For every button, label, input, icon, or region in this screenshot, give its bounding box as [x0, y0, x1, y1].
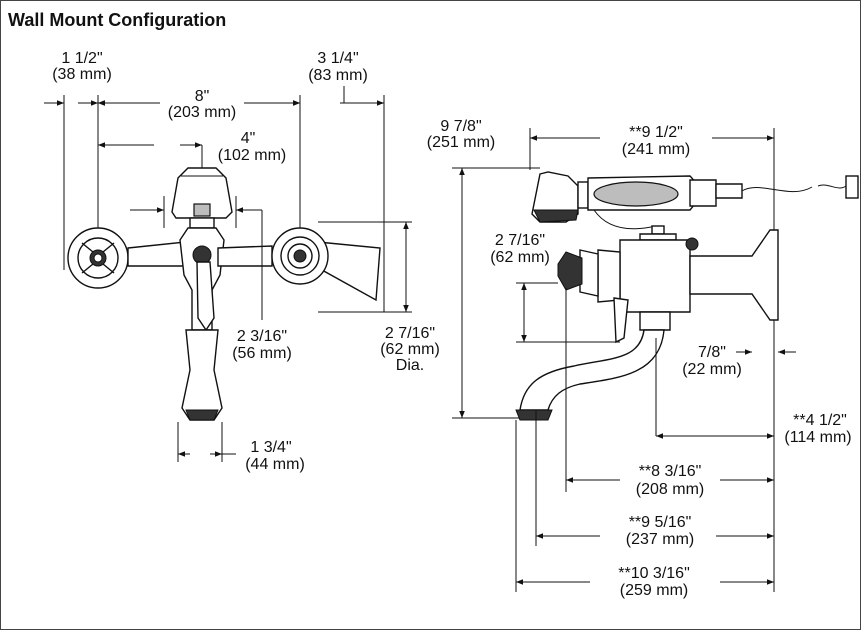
- dim-8-3-16-mm: (208 mm): [636, 481, 704, 498]
- svg-text:(62 mm): (62 mm): [380, 341, 440, 358]
- svg-text:9 7/8": 9 7/8": [440, 118, 481, 135]
- dim-1-5-mm: (38 mm): [52, 66, 112, 83]
- svg-text:(237 mm): (237 mm): [626, 531, 694, 548]
- left-cross-handle: [67, 227, 129, 289]
- dim-4-5-in: **4 1/2": [793, 412, 847, 429]
- svg-text:(208 mm): (208 mm): [636, 481, 704, 498]
- svg-text:(203 mm): (203 mm): [168, 104, 236, 121]
- handshower: [531, 171, 859, 230]
- dim-9-5-16-in: **9 5/16": [629, 514, 692, 531]
- dim-dia-label: Dia.: [396, 357, 424, 374]
- dim-2-3-16-mm: (56 mm): [232, 345, 292, 362]
- dim-10-3-16-mm: (259 mm): [620, 582, 688, 599]
- center-top-handle: [171, 167, 233, 229]
- dim-1-75-in: 1 3/4": [250, 439, 291, 456]
- svg-text:(22 mm): (22 mm): [682, 361, 742, 378]
- front-view-faucet: [63, 95, 412, 421]
- svg-text:**4 1/2": **4 1/2": [793, 412, 847, 429]
- svg-text:(62 mm): (62 mm): [490, 249, 550, 266]
- svg-text:2 7/16": 2 7/16": [495, 232, 545, 249]
- dim-7-8-mm: (22 mm): [682, 361, 742, 378]
- svg-text:**8 3/16": **8 3/16": [639, 463, 702, 480]
- svg-text:(251 mm): (251 mm): [427, 134, 495, 151]
- svg-text:3 1/4": 3 1/4": [317, 50, 358, 67]
- dim-2-7-16-in: 2 7/16": [495, 232, 545, 249]
- svg-text:**10 3/16": **10 3/16": [618, 565, 690, 582]
- svg-text:2 7/16": 2 7/16": [385, 325, 435, 342]
- svg-text:Dia.: Dia.: [396, 357, 424, 374]
- dim-1-5-in: 1 1/2": [61, 50, 102, 67]
- dim-3-25-in: 3 1/4": [317, 50, 358, 67]
- dim-8-in: 8": [195, 88, 210, 105]
- svg-text:**9 5/16": **9 5/16": [629, 514, 692, 531]
- dim-2-3-16-in: 2 3/16": [237, 328, 287, 345]
- side-dimension-lines: [459, 135, 796, 592]
- page-title: Wall Mount Configuration: [8, 10, 227, 30]
- dim-8-mm: (203 mm): [168, 104, 236, 121]
- dim-2-7-16-mm: (62 mm): [490, 249, 550, 266]
- dim-9-5-in: **9 1/2": [629, 124, 683, 141]
- dim-2-7-16-dia-in: 2 7/16": [385, 325, 435, 342]
- svg-text:7/8": 7/8": [698, 344, 726, 361]
- svg-text:(102 mm): (102 mm): [218, 147, 286, 164]
- front-dimension-lines: [44, 86, 409, 462]
- right-handle-disc: [271, 227, 329, 285]
- dim-10-3-16-in: **10 3/16": [618, 565, 690, 582]
- dim-8-3-16-in: **8 3/16": [639, 463, 702, 480]
- svg-text:(114 mm): (114 mm): [784, 429, 851, 446]
- svg-text:2 3/16": 2 3/16": [237, 328, 287, 345]
- svg-text:1 1/2": 1 1/2": [61, 50, 102, 67]
- dim-1-75-mm: (44 mm): [245, 456, 305, 473]
- svg-text:8": 8": [195, 88, 210, 105]
- svg-text:(241 mm): (241 mm): [622, 141, 690, 158]
- side-body: [515, 225, 779, 492]
- svg-text:1 3/4": 1 3/4": [250, 439, 291, 456]
- svg-text:(38 mm): (38 mm): [52, 66, 112, 83]
- dim-4-5-mm: (114 mm): [784, 429, 851, 446]
- svg-text:(83 mm): (83 mm): [308, 67, 368, 84]
- dim-9-7-8-mm: (251 mm): [427, 134, 495, 151]
- svg-text:(44 mm): (44 mm): [245, 456, 305, 473]
- dim-9-5-16-mm: (237 mm): [626, 531, 694, 548]
- dim-7-8-in: 7/8": [698, 344, 726, 361]
- dim-9-7-8-in: 9 7/8": [440, 118, 481, 135]
- svg-text:**9 1/2": **9 1/2": [629, 124, 683, 141]
- dim-4-mm: (102 mm): [218, 147, 286, 164]
- side-view-faucet: [452, 128, 859, 492]
- dim-9-5-mm: (241 mm): [622, 141, 690, 158]
- dim-4-in: 4": [241, 130, 256, 147]
- svg-text:(259 mm): (259 mm): [620, 582, 688, 599]
- dim-2-7-16-dia-mm: (62 mm): [380, 341, 440, 358]
- dim-3-25-mm: (83 mm): [308, 67, 368, 84]
- svg-text:(56 mm): (56 mm): [232, 345, 292, 362]
- svg-text:4": 4": [241, 130, 256, 147]
